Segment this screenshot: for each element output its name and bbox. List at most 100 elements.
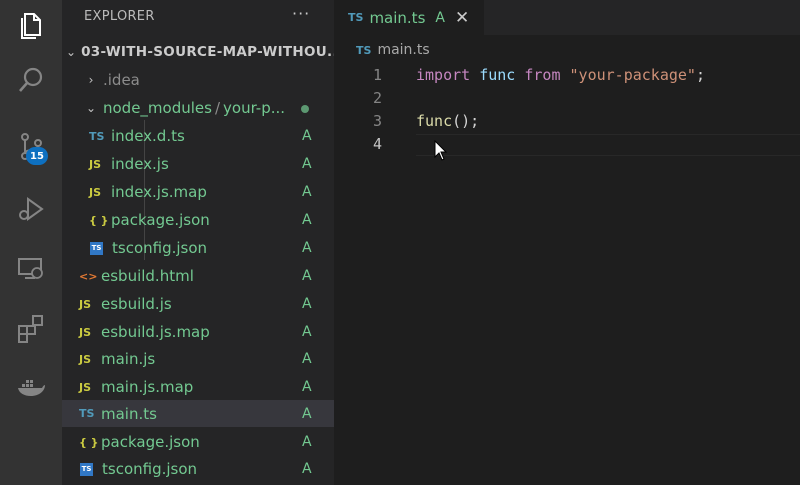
tree-item-index-js-map[interactable]: JS index.js.map A [62, 179, 334, 205]
chevron-right-icon: › [88, 73, 94, 87]
javascript-file-icon: JS [79, 297, 92, 311]
json-file-icon: { } [89, 213, 109, 227]
code-line-3[interactable]: 3 func(); [334, 110, 800, 132]
source-control-icon[interactable] [0, 118, 62, 174]
explorer-header: EXPLORER ··· [62, 0, 334, 34]
status-added: A [302, 128, 312, 144]
status-added: A [302, 461, 312, 477]
typescript-file-icon: TS [348, 11, 364, 24]
tree-item-label: tsconfig.json [112, 239, 208, 257]
status-added: A [302, 268, 312, 284]
breadcrumb: TS main.ts [356, 42, 430, 58]
tree-item-label: esbuild.js [101, 295, 172, 313]
explorer-sidebar: EXPLORER ··· ⌄ 03-WITH-SOURCE-MAP-WITHOU… [62, 0, 343, 485]
explorer-title: EXPLORER [84, 9, 155, 24]
tree-item-esbuild-js[interactable]: JS esbuild.js A [62, 291, 334, 317]
tree-item-index-js[interactable]: JS index.js A [62, 151, 334, 177]
tree-item-esbuild-js-map[interactable]: JS esbuild.js.map A [62, 319, 334, 345]
status-added: A [302, 212, 312, 228]
line-number: 4 [372, 135, 382, 153]
typescript-file-icon: TS [356, 43, 372, 57]
tree-item-main-js[interactable]: JS main.js A [62, 346, 334, 372]
tree-item-label: .idea [103, 71, 140, 89]
tree-item-tsconfig-json-nm[interactable]: TS tsconfig.json A [62, 235, 334, 261]
line-number: 2 [372, 89, 382, 107]
code-line-4[interactable]: 4 [334, 133, 800, 155]
tab-label: main.ts [369, 8, 426, 27]
code-line-1[interactable]: 1 import func from "your-package"; [334, 64, 800, 86]
mouse-pointer-icon [434, 140, 448, 161]
docker-icon[interactable] [0, 360, 62, 416]
tree-item-label: main.ts [101, 404, 157, 423]
run-debug-icon[interactable] [0, 180, 62, 236]
search-icon[interactable] [0, 52, 62, 108]
tsconfig-file-icon: TS [90, 241, 103, 255]
status-added: A [435, 9, 445, 26]
code-text: func(); [416, 112, 480, 130]
files-icon[interactable] [0, 0, 62, 52]
typescript-file-icon: TS [79, 407, 95, 420]
tree-item-main-js-map[interactable]: JS main.js.map A [62, 374, 334, 400]
path-separator: / [214, 99, 221, 117]
tree-item-index-d-ts[interactable]: TS index.d.ts A [62, 123, 334, 149]
modified-dot-icon [301, 105, 309, 113]
close-icon[interactable]: ✕ [454, 7, 470, 28]
remote-explorer-icon[interactable] [0, 240, 62, 296]
tree-item-label: index.d.ts [111, 127, 185, 145]
json-file-icon: { } [79, 435, 99, 449]
status-added: A [302, 324, 312, 340]
extensions-icon[interactable] [0, 300, 62, 356]
tree-item-main-ts[interactable]: TS main.ts A [62, 400, 334, 427]
tree-item-label: package.json [101, 433, 200, 451]
code-line-2[interactable]: 2 [334, 87, 800, 109]
tree-item-package-json-nm[interactable]: { } package.json A [62, 207, 334, 233]
status-added: A [302, 184, 312, 200]
code-text: import func from "your-package"; [416, 66, 705, 84]
status-added: A [302, 351, 312, 367]
activity-bar: 15 [0, 0, 62, 485]
indent-guide [144, 120, 145, 260]
javascript-file-icon: JS [79, 325, 92, 339]
tsconfig-file-icon: TS [80, 462, 93, 476]
chevron-down-icon: ⌄ [66, 45, 77, 59]
tree-item-node-modules[interactable]: ⌄ node_modules / your-p... [62, 95, 334, 121]
chevron-down-icon: ⌄ [85, 101, 97, 115]
more-actions-icon[interactable]: ··· [292, 4, 311, 23]
tree-item-label: esbuild.html [101, 267, 194, 285]
status-added: A [302, 296, 312, 312]
tab-bar: TS main.ts A ✕ [334, 0, 800, 35]
tree-item-label: index.js.map [111, 183, 207, 201]
typescript-file-icon: TS [89, 129, 105, 143]
tree-item-label: node_modules [103, 99, 212, 117]
current-line-highlight [416, 134, 800, 156]
html-file-icon: <> [79, 269, 98, 283]
status-added: A [302, 379, 312, 395]
tree-item-label: package.json [111, 211, 210, 229]
javascript-file-icon: JS [89, 185, 102, 199]
tree-item-label: index.js [111, 155, 169, 173]
javascript-file-icon: JS [79, 380, 92, 394]
line-number: 3 [372, 112, 382, 130]
tree-item-label: main.js.map [101, 378, 194, 396]
tree-item-label: main.js [101, 350, 156, 368]
tree-item-esbuild-html[interactable]: <> esbuild.html A [62, 263, 334, 289]
status-added: A [302, 156, 312, 172]
editor-pane: TS main.ts A ✕ TS main.ts 1 import func … [334, 0, 800, 485]
tree-item-tsconfig-json[interactable]: TS tsconfig.json A [62, 456, 334, 482]
line-number: 1 [372, 66, 382, 84]
tree-item-sublabel: your-p... [223, 99, 286, 117]
javascript-file-icon: JS [89, 157, 102, 171]
tree-item-package-json[interactable]: { } package.json A [62, 429, 334, 455]
scm-badge: 15 [26, 147, 48, 165]
status-added: A [302, 405, 312, 422]
root-folder-label: 03-WITH-SOURCE-MAP-WITHOU... [81, 44, 344, 60]
tab-main-ts[interactable]: TS main.ts A ✕ [334, 0, 484, 35]
breadcrumb-item[interactable]: main.ts [377, 42, 430, 58]
tree-item-label: tsconfig.json [102, 460, 198, 478]
tree-item-idea[interactable]: › .idea [62, 67, 334, 93]
tree-root-folder[interactable]: ⌄ 03-WITH-SOURCE-MAP-WITHOU... [62, 39, 343, 65]
status-added: A [302, 240, 312, 256]
tree-item-label: esbuild.js.map [101, 323, 210, 341]
status-added: A [302, 434, 312, 450]
javascript-file-icon: JS [79, 352, 92, 366]
